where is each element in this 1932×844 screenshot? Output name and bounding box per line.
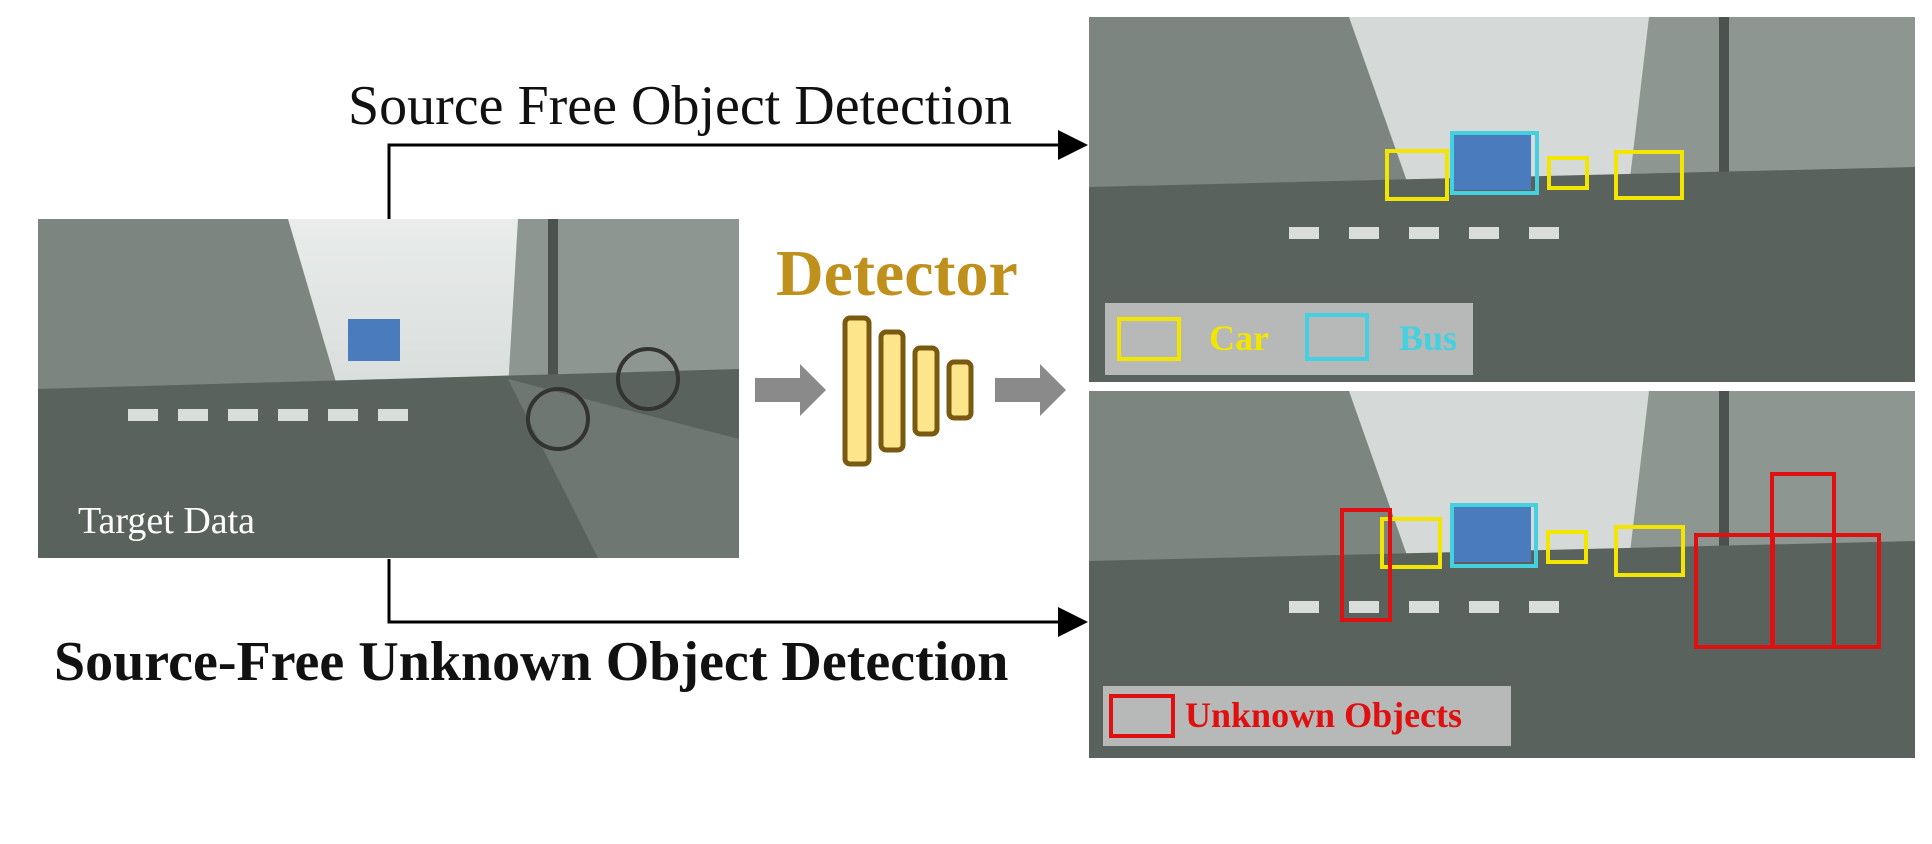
target-data-image: Target Data <box>38 219 739 558</box>
unknown-label: Unknown Objects <box>1185 695 1463 735</box>
bus-label: Bus <box>1399 318 1458 358</box>
sfod-title: Source Free Object Detection <box>348 75 1012 137</box>
sfod-boxes <box>1385 131 1684 201</box>
bus-swatch <box>1305 313 1369 361</box>
arrow-to-sfod <box>387 130 1088 219</box>
car-label: Car <box>1209 318 1269 358</box>
sfuod-legend: Unknown Objects <box>1103 686 1511 746</box>
sfod-legend: Car Bus <box>1105 303 1473 375</box>
arrow-to-sfuod <box>387 559 1088 637</box>
sfuod-title: Source-Free Unknown Object Detection <box>54 631 1009 693</box>
gray-arrow-in <box>755 364 826 416</box>
sfod-result-image: Car Bus <box>1089 17 1915 382</box>
sfuod-result-image: Unknown Objects <box>1089 391 1915 758</box>
unknown-swatch <box>1109 694 1175 738</box>
detector-network-icon <box>842 315 974 467</box>
sfuod-boxes <box>1340 472 1881 649</box>
car-swatch <box>1117 317 1181 361</box>
gray-arrow-out <box>995 364 1066 416</box>
target-data-caption: Target Data <box>78 500 256 542</box>
detector-title: Detector <box>776 237 1018 310</box>
